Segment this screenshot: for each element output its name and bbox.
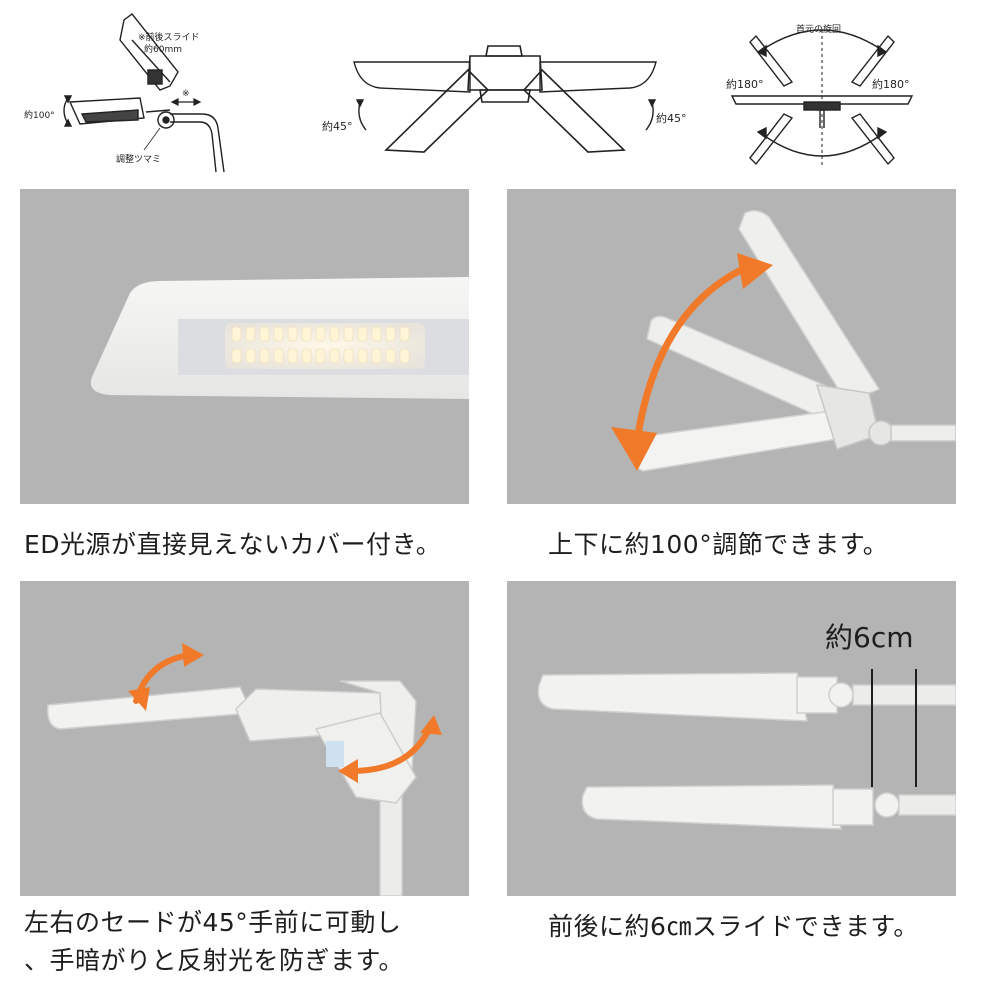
right-arrow-head-b [420, 715, 442, 735]
tilt-arrow [63, 95, 73, 127]
tilt-orange-arrow [633, 263, 751, 445]
rotation-diagram: 首元の旋回 約180° 約180° [722, 10, 932, 180]
left-arrow-head-a [182, 643, 204, 667]
cover-caption: ED光源が直接見えないカバー付き。 [24, 530, 442, 559]
cover-photo [20, 189, 469, 504]
slide-note-line1: ※前後スライド [138, 31, 200, 43]
tilt-caption: 上下に約100°調節できます。 [548, 530, 889, 559]
left-arrow-head-b [128, 687, 150, 711]
slide-note-line2: 約60mm [144, 43, 182, 55]
lamp-head-outline [68, 97, 175, 129]
left-shade [47, 686, 254, 730]
lamp-lower [581, 784, 956, 830]
right-rotate-arrow [645, 99, 657, 131]
rotation-left-angle: 約180° [726, 77, 764, 91]
tilt-arrow-head-top [737, 253, 773, 289]
lamp-joint [815, 384, 956, 450]
slide-caption: 前後に約6㎝スライドできます。 [548, 912, 919, 941]
raised-head-outline [119, 13, 179, 91]
center-lamp-outline [730, 95, 914, 128]
shade-photo [20, 581, 469, 896]
tilt-arrow-head-bottom [611, 427, 657, 471]
arm-outline [170, 113, 225, 173]
tilt-angle-label: 約100° [24, 109, 55, 121]
slide-marker: ※ [182, 89, 190, 99]
slide-tilt-diagram: ※前後スライド 約60mm ※ 約100° 調整ツマミ [20, 10, 260, 180]
rotated-shades-outline [749, 34, 895, 166]
right-angle-label: 約45° [656, 111, 687, 125]
slide-distance-label: 約6cm [825, 621, 914, 654]
shade-caption: 左右のセードが45°手前に可動し 、手暗がりと反射光を防ぎます。 [24, 908, 405, 975]
right-shade [314, 712, 417, 804]
right-shade-orange-arrow [349, 724, 433, 774]
shade-diagram: 約45° 約45° [320, 40, 700, 170]
knob-label: 調整ツマミ [116, 153, 161, 165]
left-rotate-arrow [355, 99, 367, 131]
rotation-title: 首元の旋回 [796, 23, 841, 35]
rotation-right-angle: 約180° [872, 77, 910, 91]
center-housing-outline [467, 45, 543, 103]
slide-photo: 約6cm [507, 581, 956, 896]
shade-folded-outline [384, 68, 626, 153]
lamp-upper [537, 672, 956, 722]
tilt-photo [507, 189, 956, 504]
distance-markers [871, 669, 917, 787]
lamp-head-lowered [630, 410, 838, 472]
slide-arrow [170, 98, 202, 106]
right-arrow-head-a [338, 759, 358, 783]
left-angle-label: 約45° [322, 119, 353, 133]
shade-flat-outline [353, 61, 657, 93]
led-array [231, 326, 410, 364]
